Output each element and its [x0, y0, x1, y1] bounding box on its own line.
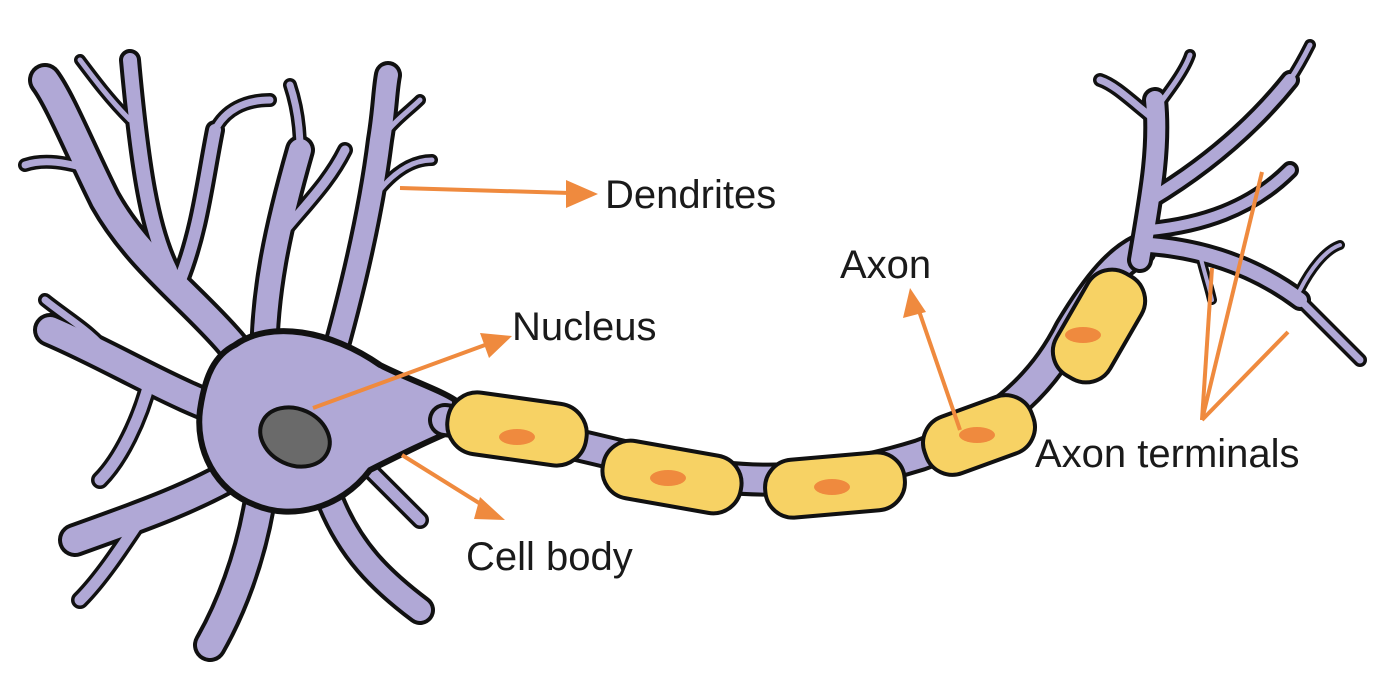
- myelin-sheath-1: [445, 390, 589, 468]
- cell-body-shape: [196, 328, 458, 515]
- label-axon: Axon: [840, 243, 931, 287]
- label-nucleus: Nucleus: [512, 305, 657, 349]
- nucleus-arrow: [312, 333, 512, 410]
- dendrite-tree: [18, 49, 438, 662]
- axon-terminal-tree: [1093, 39, 1367, 367]
- axon-arrow: [903, 288, 962, 431]
- label-dendrites: Dendrites: [605, 173, 776, 217]
- myelin-sheath-5: [1050, 267, 1148, 385]
- label-cell-body: Cell body: [466, 535, 633, 579]
- nucleus: [258, 405, 332, 469]
- axon-terminals-arrows: [1200, 171, 1290, 422]
- myelin-sheath-3: [763, 450, 907, 520]
- dendrites-arrow: [399, 180, 598, 208]
- label-axon-terminals: Axon terminals: [1035, 432, 1300, 476]
- cell-body-arrow: [400, 453, 505, 520]
- myelin-sheath-4: [921, 393, 1037, 477]
- myelin-sheath-2: [600, 438, 744, 516]
